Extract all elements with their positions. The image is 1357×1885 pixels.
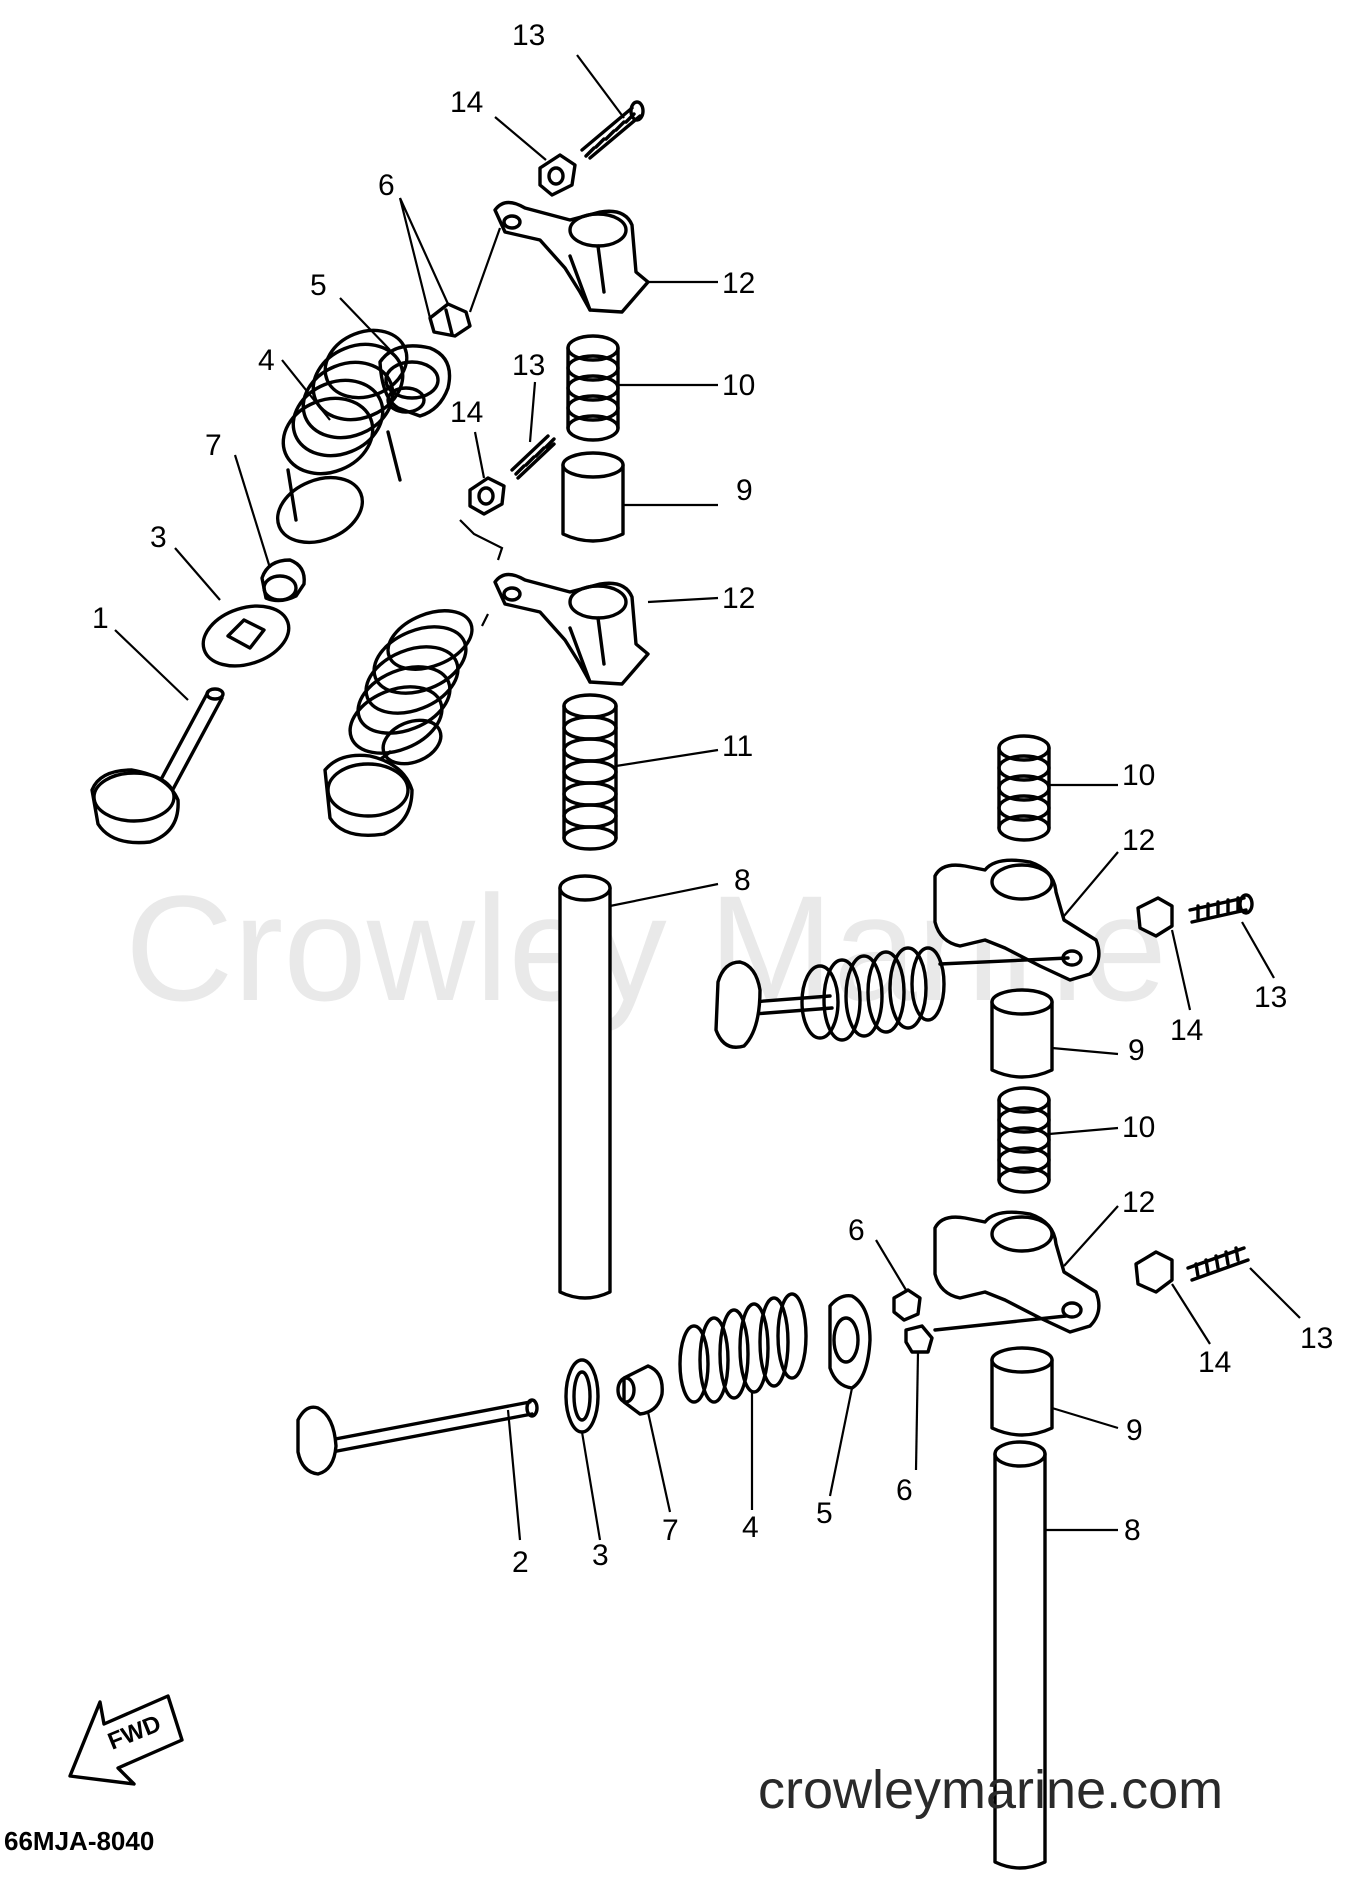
adjusting-screw-right-2 bbox=[1186, 1246, 1250, 1282]
callout-3-lower: 3 bbox=[592, 1539, 609, 1572]
callout-14-right-2: 14 bbox=[1198, 1346, 1231, 1379]
callout-5-top: 5 bbox=[310, 269, 327, 302]
rocker-arm-right-2 bbox=[933, 1210, 1101, 1334]
callout-8-right: 8 bbox=[1124, 1514, 1141, 1547]
callout-13-right-1: 13 bbox=[1254, 981, 1287, 1014]
callout-6-lower: 6 bbox=[896, 1474, 913, 1507]
locknut-top bbox=[538, 153, 577, 197]
callout-4-lower: 4 bbox=[742, 1511, 759, 1544]
callout-8-left: 8 bbox=[734, 864, 751, 897]
callout-6-top: 6 bbox=[378, 169, 395, 202]
callout-5-lower: 5 bbox=[816, 1497, 833, 1530]
intake-valve bbox=[90, 687, 225, 845]
exhaust-valve bbox=[296, 1398, 539, 1476]
spring-retainer-lower bbox=[828, 1294, 872, 1390]
callout-9-right-1: 9 bbox=[1128, 1034, 1145, 1067]
callout-11: 11 bbox=[722, 730, 753, 763]
callout-4-top: 4 bbox=[258, 344, 275, 377]
spring-seat-washer-lower bbox=[564, 1358, 600, 1434]
valve-stem-seal-lower bbox=[616, 1364, 664, 1416]
callout-14-right-1: 14 bbox=[1170, 1014, 1203, 1047]
callout-leaders bbox=[114, 54, 1301, 1541]
locknut-right-2 bbox=[1134, 1250, 1174, 1294]
callout-7-top: 7 bbox=[205, 429, 222, 462]
rocker-spring-long bbox=[562, 693, 618, 851]
rocker-spring-right-2 bbox=[997, 1086, 1051, 1194]
callout-3-top: 3 bbox=[150, 521, 167, 554]
rocker-spring-top bbox=[566, 334, 620, 442]
callout-12-top: 12 bbox=[722, 267, 755, 300]
rocker-shaft-left bbox=[558, 874, 612, 1300]
assembled-valve-right bbox=[714, 946, 1070, 1049]
callout-10-top: 10 bbox=[722, 369, 755, 402]
valve-keepers-top bbox=[428, 302, 472, 338]
callout-14-mid: 14 bbox=[450, 396, 483, 429]
valve-keepers-lower bbox=[892, 1288, 1068, 1354]
callout-10-right-2: 10 bbox=[1122, 1111, 1155, 1144]
diagram-code: 66MJA-8040 bbox=[4, 1826, 154, 1856]
rocker-spring-right-1 bbox=[997, 734, 1051, 842]
valve-stem-seal-top bbox=[260, 558, 306, 603]
callout-12-second: 12 bbox=[722, 582, 755, 615]
callout-6-lower-top: 6 bbox=[848, 1214, 865, 1247]
callout-13-top: 13 bbox=[512, 19, 545, 52]
rocker-arm-second bbox=[493, 572, 650, 686]
spring-retainer-top bbox=[378, 344, 452, 418]
callout-7-lower: 7 bbox=[662, 1514, 679, 1547]
adjusting-screw-top bbox=[580, 100, 645, 160]
spring-seat-washer-top bbox=[201, 604, 291, 668]
locknut-mid bbox=[468, 476, 506, 516]
callout-9-right-2: 9 bbox=[1126, 1414, 1143, 1447]
callout-labels: 13 14 6 12 5 10 13 4 14 9 7 12 3 1 11 8 … bbox=[92, 19, 1333, 1579]
callout-12-right-1: 12 bbox=[1122, 824, 1155, 857]
rocker-arm-right-1 bbox=[933, 858, 1101, 982]
locknut-right-1 bbox=[1136, 896, 1174, 938]
valve-spring-top bbox=[275, 328, 409, 545]
callout-1: 1 bbox=[92, 602, 109, 635]
callout-10-right-1: 10 bbox=[1122, 759, 1155, 792]
callout-12-right-2: 12 bbox=[1122, 1186, 1155, 1219]
spacer-right-1 bbox=[990, 988, 1054, 1079]
callout-14-top: 14 bbox=[450, 86, 483, 119]
fwd-arrow-icon: FWD bbox=[68, 1694, 184, 1786]
spacer-right-3 bbox=[990, 1346, 1054, 1437]
rocker-arm-top bbox=[493, 200, 650, 314]
callout-13-right-2: 13 bbox=[1300, 1322, 1333, 1355]
callout-9-top: 9 bbox=[736, 474, 753, 507]
rocker-shaft-right bbox=[993, 1440, 1047, 1870]
site-url: crowleymarine.com bbox=[758, 1760, 1223, 1820]
spacer-top bbox=[561, 451, 625, 543]
adjusting-screw-right-1 bbox=[1188, 893, 1254, 924]
adjusting-screw-mid bbox=[510, 434, 556, 480]
valve-spring-lower bbox=[678, 1292, 808, 1404]
callout-13-mid: 13 bbox=[512, 349, 545, 382]
assembled-valve-upper bbox=[323, 609, 474, 837]
callout-2: 2 bbox=[512, 1546, 529, 1579]
